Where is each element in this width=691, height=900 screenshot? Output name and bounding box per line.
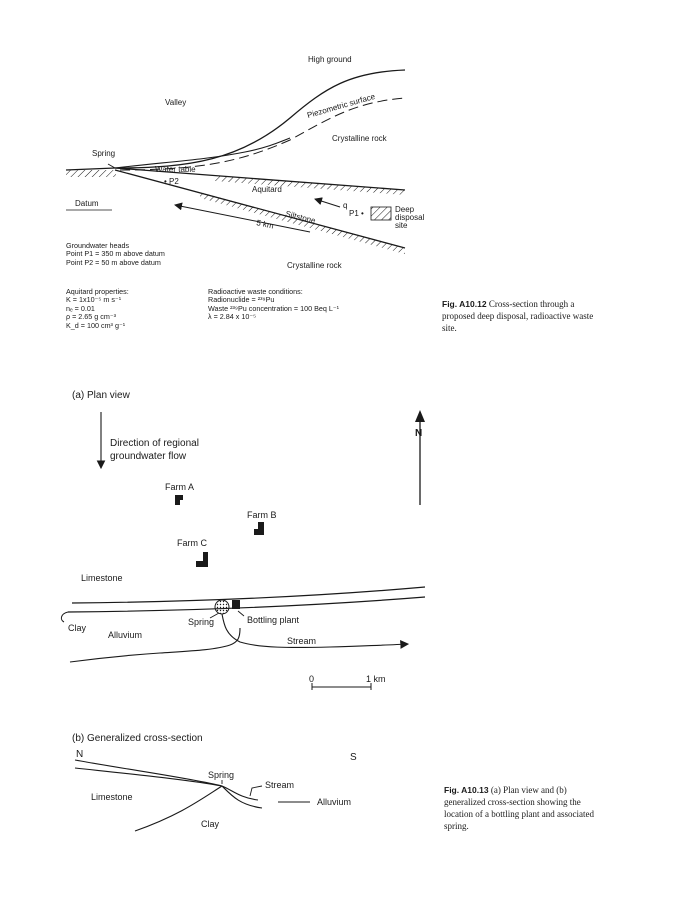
deep-disposal-label-1: Deep <box>395 205 415 214</box>
surface-line-lower <box>74 767 223 787</box>
crystalline-rock-top-label: Crystalline rock <box>332 134 388 143</box>
limestone-boundary-upper <box>71 586 426 604</box>
waste-concentration: Waste ²³⁹Pu concentration = 100 Beq L⁻¹ <box>208 303 340 313</box>
scale-start-label: 0 <box>309 674 314 684</box>
farm-a-building <box>175 495 183 505</box>
q-flow-arrow <box>314 197 341 208</box>
ground-surface-line <box>114 69 406 169</box>
spring-label-plan: Spring <box>188 617 214 627</box>
crystalline-rock-bottom-label: Crystalline rock <box>287 261 343 270</box>
plan-view-title: (a) Plan view <box>72 390 131 401</box>
north-arrow-head <box>415 410 425 422</box>
groundwater-heads-notes: Groundwater heads Point P1 = 350 m above… <box>66 241 165 267</box>
clay-arrow <box>60 611 69 623</box>
limestone-label: Limestone <box>81 573 123 583</box>
spring-valley-line <box>221 785 263 809</box>
scale-end-label: 1 km <box>366 674 386 684</box>
fig-a10-12-caption-text: Cross-section through a proposed deep di… <box>442 299 594 333</box>
fig-a10-13-plan-view: (a) Plan view Direction of regional grou… <box>60 390 426 690</box>
stream-label-plan: Stream <box>287 636 316 646</box>
surface-line-upper <box>74 759 223 787</box>
waste-lambda: λ = 2.84 x 10⁻⁵ <box>208 312 257 322</box>
waste-radionuclide: Radionuclide = ²³⁹Pu <box>208 295 275 305</box>
groundwater-head-p2: Point P2 = 50 m above datum <box>66 257 161 267</box>
limestone-label-section: Limestone <box>91 792 133 802</box>
spring-label: Spring <box>92 149 115 158</box>
datum-label: Datum <box>75 199 99 208</box>
stream-label-section: Stream <box>265 780 294 790</box>
stream-pointer <box>249 785 263 797</box>
limestone-boundary-lower <box>67 596 426 613</box>
aquitard-top-boundary <box>114 167 406 191</box>
clay-boundary-line <box>134 785 223 832</box>
aquitard-top-hatch <box>215 176 405 195</box>
farm-b-label: Farm B <box>247 510 277 520</box>
spring-marker-plan <box>214 599 230 615</box>
spring-marker <box>107 163 116 169</box>
clay-label: Clay <box>68 623 87 633</box>
deep-disposal-site-box <box>370 206 392 221</box>
aquitard-property-ne: nₑ = 0.01 <box>66 303 95 313</box>
water-table-label: Water table <box>155 165 196 174</box>
valley-floor-hatch <box>66 170 116 177</box>
aquitard-property-rho: ρ = 2.65 g cm⁻³ <box>66 312 117 322</box>
bottling-plant-pointer <box>237 610 245 617</box>
valley-floor-line <box>65 167 116 171</box>
aquitard-label: Aquitard <box>252 185 282 194</box>
farm-a-label: Farm A <box>165 482 194 492</box>
spring-pointer <box>209 612 220 619</box>
fig-a10-12-cross-section: High ground Valley Piezometric surface C… <box>65 55 425 270</box>
waste-conditions-title: Radioactive waste conditions: <box>208 287 303 296</box>
piezometric-surface-line <box>119 97 406 171</box>
clay-label-section: Clay <box>201 819 220 829</box>
deep-disposal-label-2: disposal <box>395 213 425 222</box>
p1-label: P1 • <box>349 209 364 218</box>
fig-a10-13-caption: Fig. A10.13 (a) Plan view and (b) genera… <box>444 784 594 832</box>
groundwater-heads-title: Groundwater heads <box>66 241 130 250</box>
farm-c-building <box>196 552 208 567</box>
q-label: q <box>343 201 347 210</box>
distance-arrow <box>174 202 301 231</box>
aquitard-property-k: K = 1x10⁻⁵ m s⁻¹ <box>66 295 122 305</box>
fig-a10-12-caption-label: Fig. A10.12 <box>442 299 487 309</box>
groundwater-head-p1: Point P1 = 350 m above datum <box>66 249 165 259</box>
fig-a10-13-caption-label: Fig. A10.13 <box>444 785 489 795</box>
north-label: N <box>415 428 422 439</box>
distance-arrow-right <box>299 229 311 233</box>
stream-line <box>221 613 410 649</box>
p2-label: • P2 <box>164 177 179 186</box>
cross-section-north: N <box>76 749 83 760</box>
aquitard-property-kd: K_d = 100 cm³ g⁻¹ <box>66 320 126 330</box>
flow-direction-label-1: Direction of regional <box>110 438 199 449</box>
flow-direction-label-2: groundwater flow <box>110 451 187 462</box>
alluvium-label-section: Alluvium <box>317 797 351 807</box>
fig-a10-13-cross-section: (b) Generalized cross-section N S Spring… <box>72 733 357 832</box>
fig-a10-12-caption: Fig. A10.12 Cross-section through a prop… <box>442 298 602 334</box>
high-ground-label: High ground <box>308 55 352 64</box>
piezometric-surface-label: Piezometric surface <box>306 92 377 120</box>
aquitard-properties-notes: Aquitard properties: K = 1x10⁻⁵ m s⁻¹ nₑ… <box>66 287 129 330</box>
siltstone-hatch <box>200 192 405 254</box>
farm-b-building <box>254 522 264 535</box>
water-table-line <box>114 137 291 169</box>
valley-label: Valley <box>165 98 186 107</box>
alluvium-label-plan: Alluvium <box>108 630 142 640</box>
spring-label-section: Spring <box>208 770 234 780</box>
alluvium-top-line <box>221 785 259 801</box>
farm-c-label: Farm C <box>177 538 207 548</box>
waste-conditions-notes: Radioactive waste conditions: Radionucli… <box>208 287 340 322</box>
cross-section-title: (b) Generalized cross-section <box>72 733 203 744</box>
bottling-plant-label: Bottling plant <box>247 615 300 625</box>
cross-section-south: S <box>350 752 357 763</box>
alluvium-boundary <box>69 627 241 663</box>
bottling-plant-marker <box>232 600 240 609</box>
fig-a10-13-caption-text: (a) Plan view and (b) generalized cross-… <box>444 785 594 831</box>
aquitard-properties-title: Aquitard properties: <box>66 287 129 296</box>
distance-label: 5 km <box>256 218 275 230</box>
deep-disposal-label-3: site <box>395 221 408 230</box>
